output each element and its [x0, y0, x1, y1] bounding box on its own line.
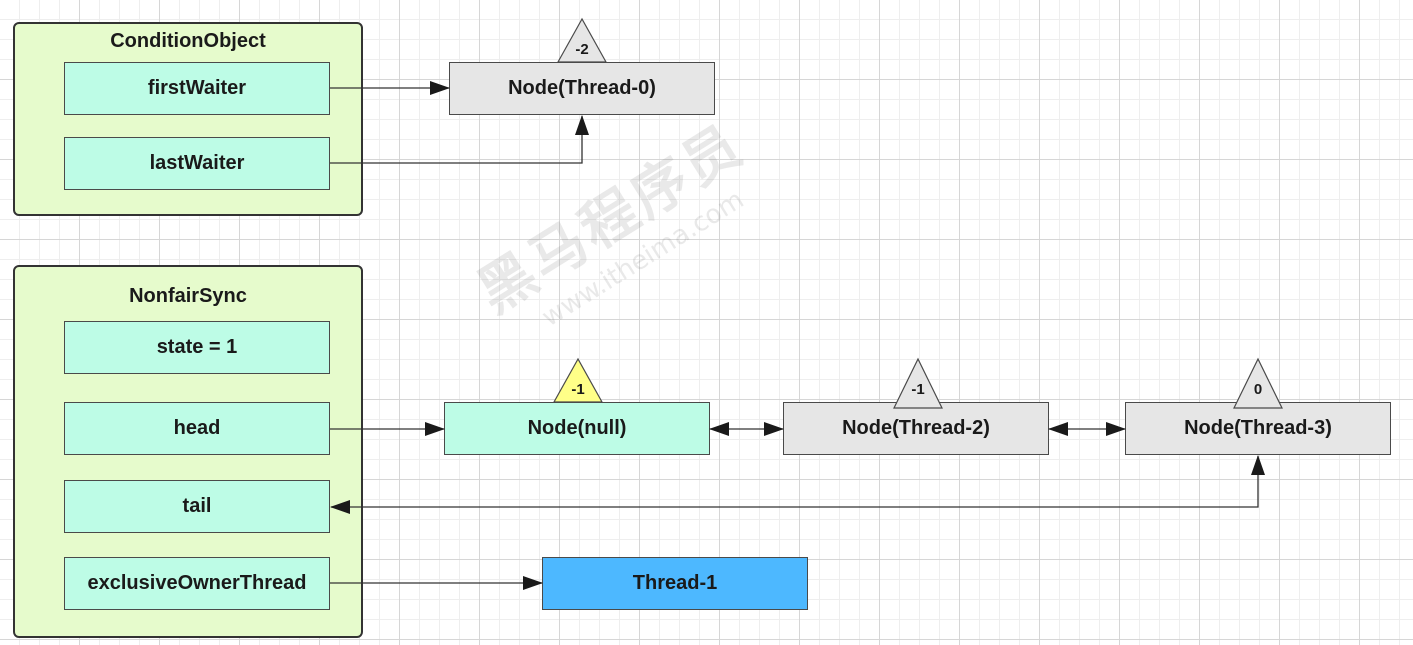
- field-head: head: [64, 402, 330, 455]
- status-triangle-null: -1: [552, 357, 604, 403]
- arrow-tail: [330, 455, 1265, 514]
- status-triangle-thread-2: -1: [893, 357, 943, 409]
- node-null: Node(null): [444, 402, 710, 455]
- field-state: state = 1: [64, 321, 330, 374]
- condition-object-title: ConditionObject: [110, 30, 266, 52]
- status-thread-3: 0: [1254, 381, 1262, 398]
- status-thread-2: -1: [911, 381, 924, 398]
- status-thread-0: -2: [575, 41, 588, 58]
- field-exclusive-owner-thread: exclusiveOwnerThread: [64, 557, 330, 610]
- node-thread-0: Node(Thread-0): [449, 62, 715, 115]
- field-tail: tail: [64, 480, 330, 533]
- status-triangle-thread-0: -2: [556, 17, 608, 63]
- field-last-waiter: lastWaiter: [64, 137, 330, 190]
- field-first-waiter: firstWaiter: [64, 62, 330, 115]
- arrow-last-waiter: [330, 115, 589, 164]
- node-thread-1: Thread-1: [542, 557, 808, 610]
- status-triangle-thread-3: 0: [1233, 357, 1283, 409]
- status-null: -1: [571, 381, 584, 398]
- nonfair-sync-title: NonfairSync: [129, 285, 247, 307]
